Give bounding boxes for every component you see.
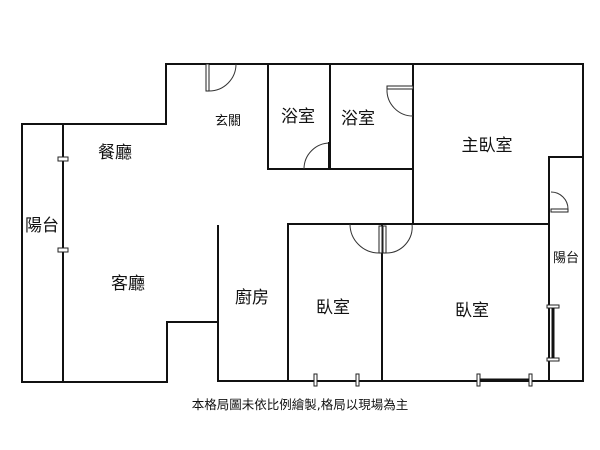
bath-1-door xyxy=(303,142,331,170)
room-labels: 餐廳 玄關 浴室 浴室 主臥室 陽台 客廳 廚房 臥室 臥室 陽台 xyxy=(25,107,579,321)
label-living: 客廳 xyxy=(111,274,145,294)
bedroom-1-door xyxy=(378,225,383,254)
label-entry: 玄關 xyxy=(215,114,241,129)
label-master-bedroom: 主臥室 xyxy=(462,136,513,156)
label-dining: 餐廳 xyxy=(98,143,132,163)
label-balcony-right: 陽台 xyxy=(553,251,579,266)
label-bath-1: 浴室 xyxy=(281,107,315,127)
entry-door xyxy=(205,63,210,92)
bath-2-door xyxy=(386,85,414,90)
bedroom-2-door xyxy=(382,225,387,254)
disclaimer-caption: 本格局圖未依比例繪製,格局以現場為主 xyxy=(192,397,408,412)
windows xyxy=(57,156,560,387)
label-balcony-left: 陽台 xyxy=(25,216,59,236)
balcony-door xyxy=(550,208,569,213)
label-bedroom-1: 臥室 xyxy=(316,298,350,318)
label-kitchen: 廚房 xyxy=(235,287,269,308)
doors xyxy=(205,63,569,254)
label-bath-2: 浴室 xyxy=(341,109,375,129)
label-bedroom-2: 臥室 xyxy=(455,301,489,321)
